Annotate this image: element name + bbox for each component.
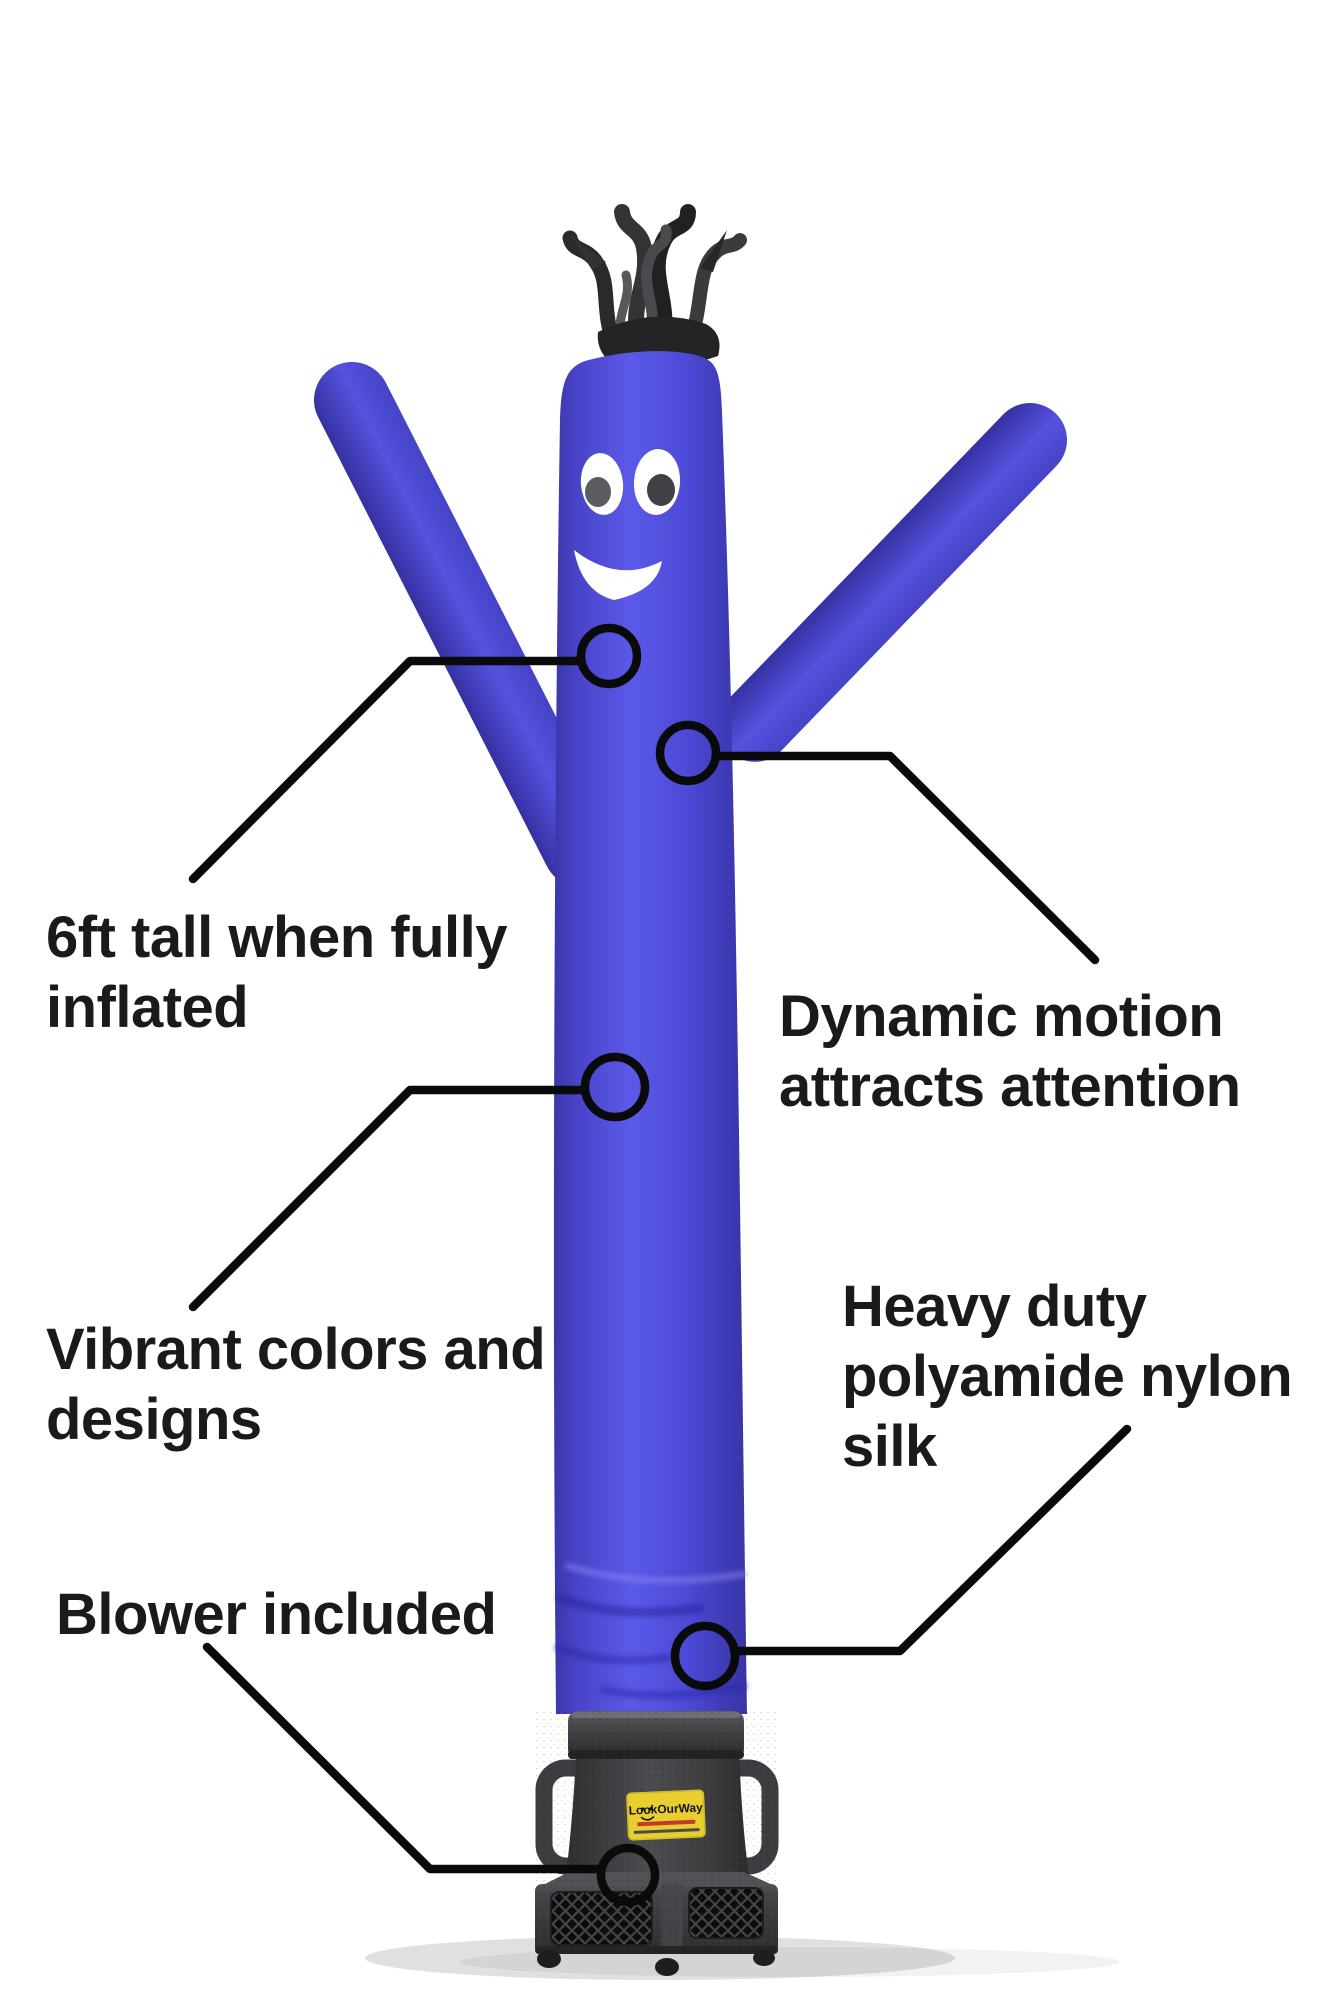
blower-feet	[537, 1950, 775, 1976]
feature-label-line: silk	[842, 1414, 937, 1479]
callout-circles	[576, 623, 740, 1907]
feature-label-blower: Blower included	[56, 1580, 497, 1650]
feature-label-line: Blower included	[56, 1582, 497, 1647]
callout-line-height	[188, 656, 586, 884]
label-microtext-bar	[633, 1828, 700, 1834]
callout-circle-vibrance	[580, 1052, 650, 1122]
smiley-icon	[640, 1815, 655, 1821]
right-pupil	[647, 474, 675, 506]
feature-label-line: 6ft tall when fully	[46, 905, 508, 970]
callout-circle-material	[670, 1621, 740, 1691]
callout-line-blower	[202, 1642, 606, 1874]
callout-line-material	[729, 1424, 1132, 1656]
feature-label-material: Heavy duty polyamide nylon silk	[842, 1272, 1293, 1482]
face	[574, 449, 681, 600]
callout-line-motion	[711, 751, 1100, 965]
feature-label-line: designs	[46, 1387, 262, 1452]
smile	[574, 550, 662, 600]
feature-label-line: Vibrant colors and	[46, 1317, 546, 1382]
brand-label-text: LookOurWay	[628, 1800, 703, 1817]
feature-label-line: attracts attention	[779, 1054, 1241, 1119]
brand-label: LookOurWay	[626, 1789, 706, 1841]
feature-label-height: 6ft tall when fully inflated	[46, 903, 508, 1043]
callout-circle-blower	[596, 1843, 660, 1907]
feature-label-line: Dynamic motion	[779, 984, 1224, 1049]
tube-body	[553, 351, 747, 1715]
left-pupil	[585, 477, 611, 507]
tassels	[562, 204, 747, 368]
callout-circle-motion	[655, 720, 721, 786]
feature-label-line: polyamide nylon	[842, 1344, 1293, 1409]
callout-lines	[188, 656, 1132, 1874]
label-tagline-bar	[637, 1819, 696, 1827]
callout-circle-height	[576, 623, 642, 689]
right-arm	[717, 402, 1067, 762]
feature-label-line: Heavy duty	[842, 1274, 1147, 1339]
feature-label-line: inflated	[46, 975, 249, 1040]
blower-unit: LookOurWay	[535, 1711, 779, 1976]
tube-wrinkles	[554, 1562, 748, 1700]
left-arm	[314, 362, 619, 888]
feature-label-vibrance: Vibrant colors and designs	[46, 1315, 546, 1455]
feature-label-motion: Dynamic motion attracts attention	[779, 982, 1241, 1122]
callout-line-vibrance	[188, 1085, 590, 1312]
floor-shadow	[365, 1936, 1120, 1980]
